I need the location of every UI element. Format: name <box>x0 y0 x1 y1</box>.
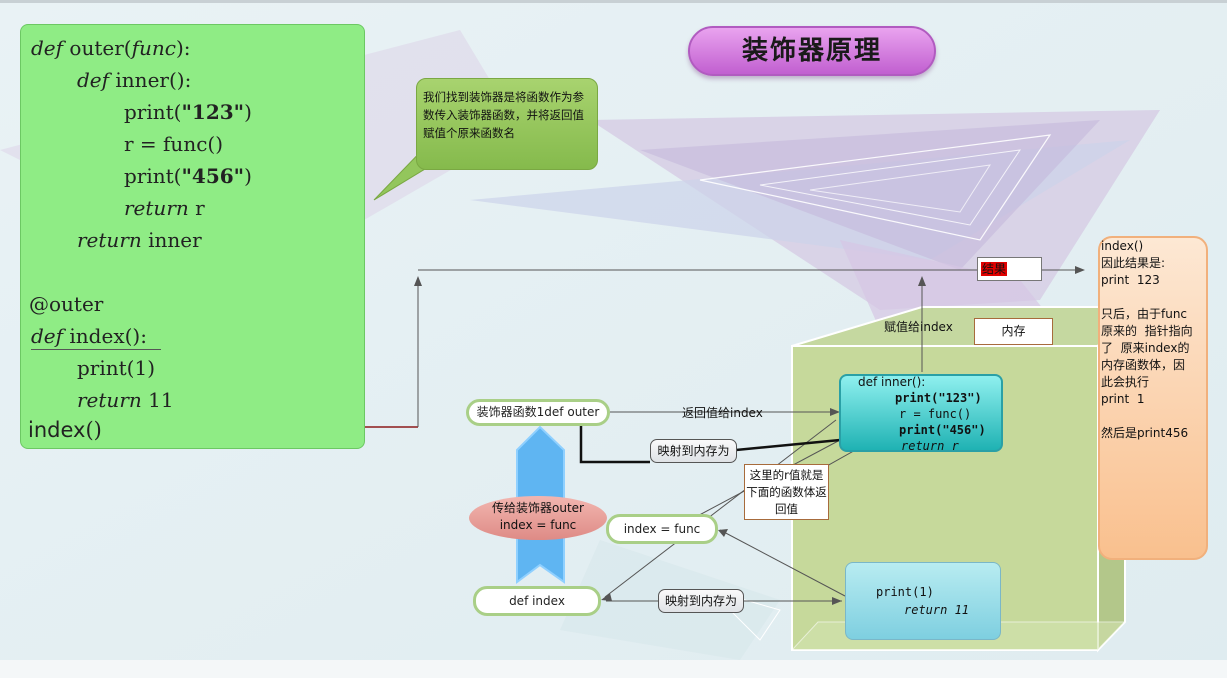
explanation-line-5: 只后，由于func <box>1101 307 1188 321</box>
code-line-4: r = func() <box>124 132 224 156</box>
code-line-8: @outer <box>29 292 104 316</box>
pass-to-outer-line-2: index = func <box>499 518 577 532</box>
code-line-6: return r <box>124 196 205 220</box>
callout-explanation: 我们找到装饰器是将函数作为参数传入装饰器函数，并将返回值赋值个原来函数名 <box>416 78 598 170</box>
result-label: 结果 <box>981 262 1008 276</box>
map-to-memory-label-2: 映射到内存为 <box>658 589 744 613</box>
index-eq-func-node: index = func <box>606 514 718 544</box>
explanation-line-2: 因此结果是: <box>1101 256 1166 270</box>
def-index-node: def index <box>473 586 601 616</box>
inner-return-r: return r <box>901 439 959 453</box>
code-line-2: def inner(): <box>77 68 192 92</box>
explanation-line-9: 此会执行 <box>1101 375 1150 389</box>
code-line-1: def outer(func): <box>31 36 191 60</box>
code-line-3: print("123") <box>124 100 252 124</box>
pass-to-outer-node: 传给装饰器outer index = func <box>469 496 607 540</box>
return-to-index-label: 返回值给index <box>682 406 763 420</box>
decorator-function-node: 装饰器函数1def outer <box>466 399 610 426</box>
inner-r-func: r = func() <box>899 407 972 421</box>
code-line-5: print("456") <box>124 164 252 188</box>
inner-print-456: print("456") <box>899 423 986 437</box>
code-line-9: def index(): <box>31 323 161 350</box>
code-line-12: index() <box>28 418 102 442</box>
inner-def: def inner(): <box>858 375 926 389</box>
code-line-7: return inner <box>77 228 202 252</box>
explanation-line-6: 原来的 指针指向 <box>1101 324 1193 338</box>
result-box: 结果 <box>977 257 1042 281</box>
explanation-line-8: 内存函数体，因 <box>1101 358 1186 372</box>
page-title: 装饰器原理 <box>688 26 936 76</box>
assign-index-label: 赋值给index <box>884 320 953 334</box>
explanation-line-12: 然后是print456 <box>1101 426 1189 440</box>
r-value-note: 这里的r值就是下面的函数体返回值 <box>744 464 829 520</box>
code-line-11: return 11 <box>77 388 174 412</box>
inner-print-123: print("123") <box>895 391 982 405</box>
code-keyword: def <box>31 36 64 60</box>
index-print-1: print(1) <box>876 585 934 599</box>
pass-to-outer-line-1: 传给装饰器outer <box>492 501 584 515</box>
map-to-memory-label-1: 映射到内存为 <box>650 439 737 463</box>
explanation-line-10: print 1 <box>1101 392 1145 406</box>
explanation-panel <box>1098 236 1208 560</box>
index-body-memory-box: print(1) return 11 <box>845 562 1001 640</box>
explanation-line-7: 了 原来index的 <box>1101 341 1190 355</box>
inner-function-memory-box: def inner(): print("123") r = func() pri… <box>839 374 1003 453</box>
code-panel: def outer(func): def inner(): print("123… <box>20 24 365 449</box>
explanation-line-3: print 123 <box>1101 273 1160 287</box>
index-return-11: return 11 <box>904 603 970 617</box>
memory-label: 内存 <box>974 318 1053 345</box>
code-line-10: print(1) <box>77 356 156 380</box>
explanation-line-1: index() <box>1101 239 1144 253</box>
